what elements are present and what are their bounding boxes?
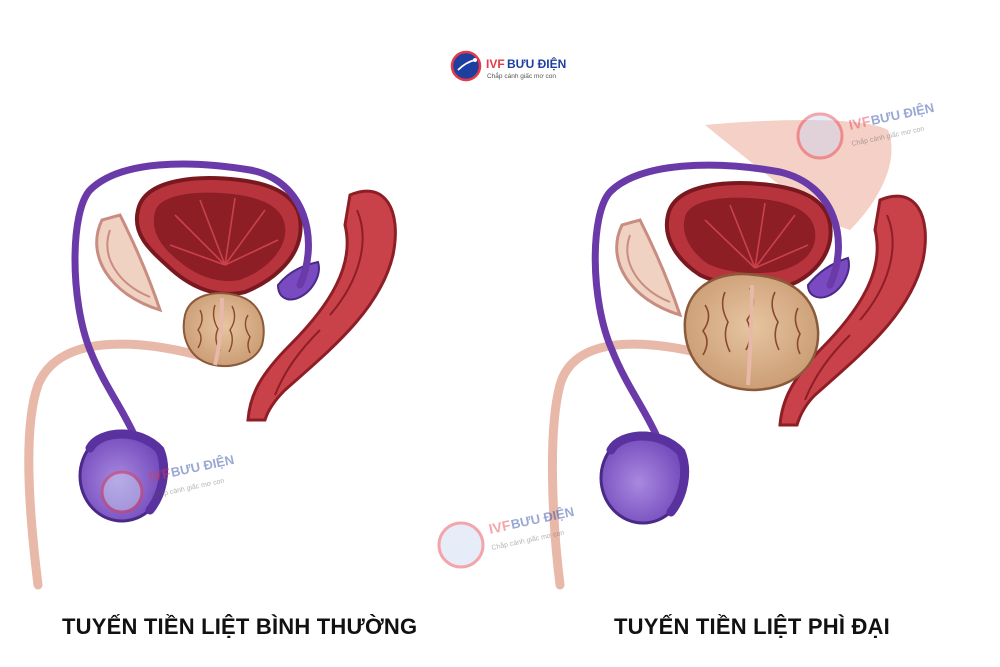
logo-name: BƯU ĐIỆN	[507, 56, 566, 71]
logo-brand: IVF	[486, 57, 505, 71]
watermark-emblem-icon	[100, 470, 144, 514]
rectum	[246, 189, 397, 422]
watermark-name-2: BƯU ĐIỆN	[170, 452, 236, 480]
urethra-2	[746, 284, 754, 386]
caption-enlarged-prostate: TUYẾN TIỀN LIỆT PHÌ ĐẠI	[614, 614, 890, 639]
pubic-bone-2	[615, 218, 683, 318]
watermark-emblem-icon	[437, 521, 485, 569]
skin-outline	[24, 339, 220, 590]
vas-deferens	[71, 160, 312, 484]
epididymis-2	[606, 431, 690, 517]
urethra	[213, 297, 224, 366]
watermark-emblem-icon	[796, 112, 844, 160]
brand-logo: IVF BƯU ĐIỆN Chắp cánh giấc mơ con	[450, 50, 566, 82]
prostate-normal	[182, 292, 265, 367]
skin-outline-2	[547, 339, 730, 590]
caption-normal-prostate: TUYẾN TIỀN LIỆT BÌNH THƯỜNG	[62, 614, 418, 639]
prostate-texture	[197, 304, 251, 354]
panel-enlarged	[547, 120, 927, 590]
watermark-name-3: BƯU ĐIỆN	[510, 504, 576, 532]
rectum-2	[778, 194, 927, 427]
epididymis	[85, 429, 169, 515]
watermark-name-1: BƯU ĐIỆN	[870, 100, 936, 128]
vas-deferens-2	[591, 161, 842, 484]
logo-tagline: Chắp cánh giấc mơ con	[487, 71, 556, 80]
watermark-brand-1: IVF	[847, 113, 872, 133]
watermark-brand-3: IVF	[487, 517, 512, 537]
panel-normal	[24, 160, 397, 590]
bladder-folds	[169, 197, 279, 266]
bladder-folds-2	[704, 202, 809, 269]
pubic-bone	[95, 213, 163, 313]
logo-emblem-icon	[450, 50, 482, 82]
watermark-brand-2: IVF	[147, 465, 172, 485]
